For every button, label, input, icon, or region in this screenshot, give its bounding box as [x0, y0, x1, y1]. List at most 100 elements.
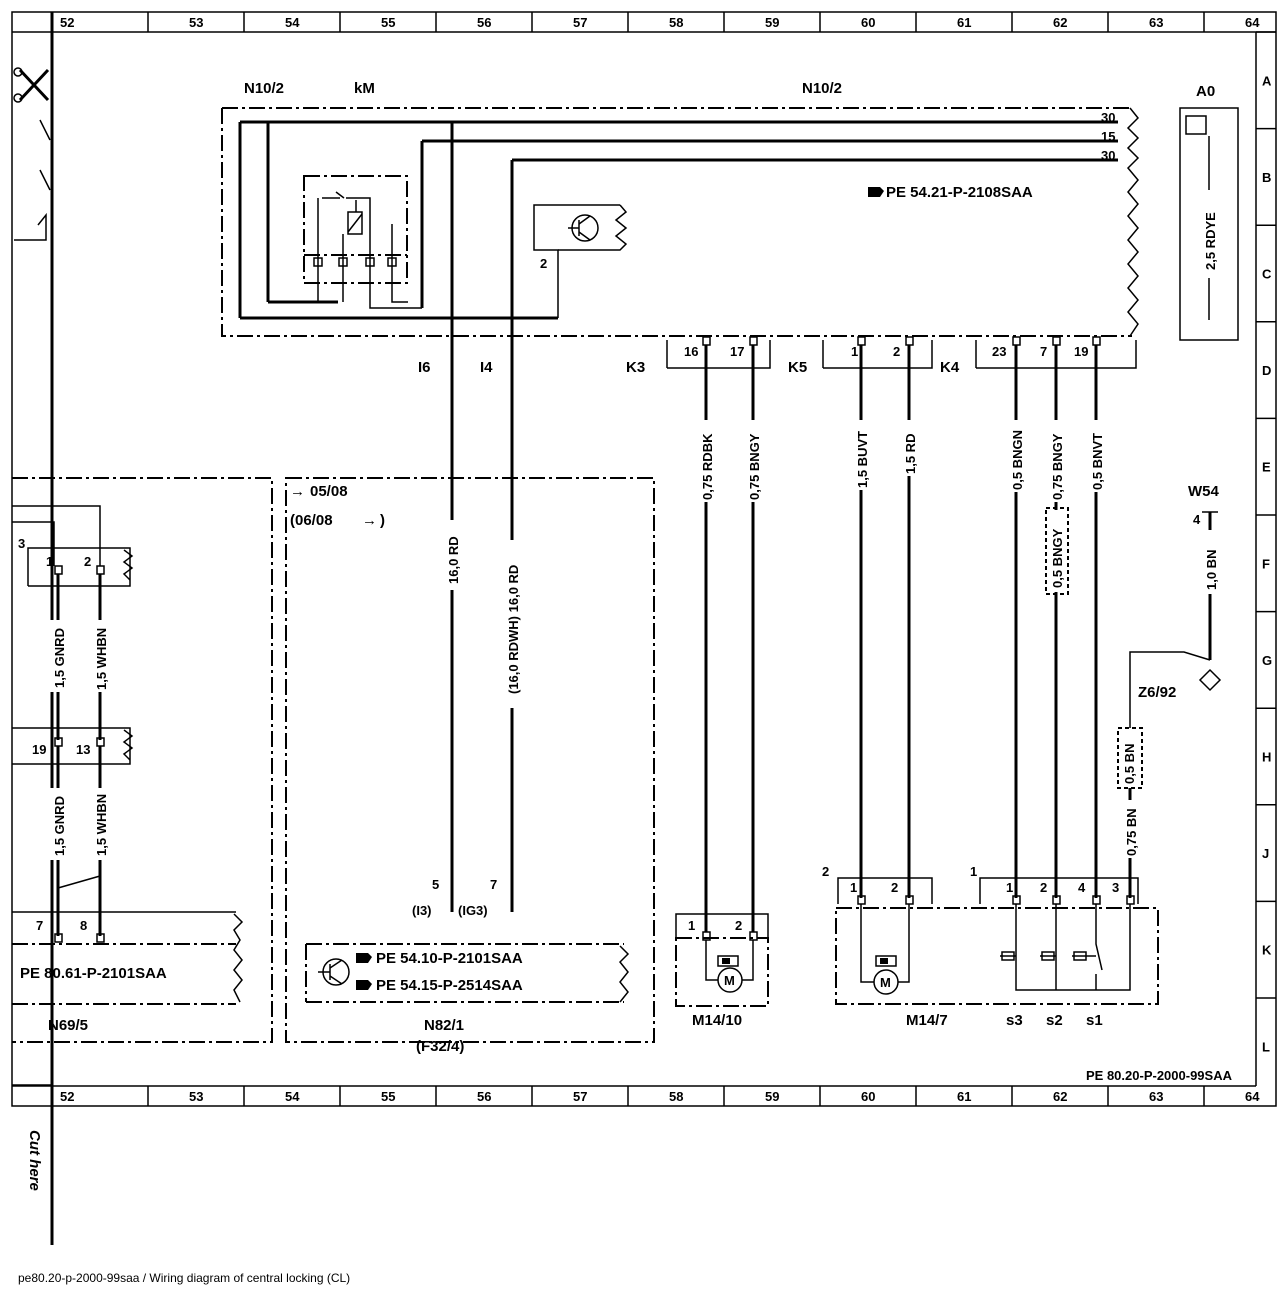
grid-column-label: 63 [1149, 15, 1163, 30]
grid-row-label: G [1262, 653, 1272, 668]
grid-row-label: A [1262, 73, 1272, 88]
wire-bn05: 0,5 BN [1122, 744, 1137, 784]
i6-label: I6 [418, 359, 431, 376]
k3-label: K3 [626, 359, 645, 376]
grid-row-label: F [1262, 556, 1270, 571]
ref-pe-54-15: PE 54.15-P-2514SAA [376, 977, 523, 994]
n69-pin-7: 7 [36, 918, 43, 933]
grid-row-label: L [1262, 1039, 1270, 1054]
n69-5-component: 3 1 2 1,5 GNRD 1,5 WHBN 19 13 1,5 GNRD 1… [12, 477, 273, 1043]
range-b-end: ) [380, 512, 385, 529]
z6-92-label: Z6/92 [1138, 684, 1176, 701]
km-label: kM [354, 80, 375, 97]
m14-10-pin-2: 2 [735, 918, 742, 933]
pin-16: 16 [684, 344, 698, 359]
m14-7-pin-2: 2 [891, 880, 898, 895]
grid-row-label: J [1262, 846, 1269, 861]
k5-label: K5 [788, 359, 807, 376]
terminal-30b: 30 [1101, 148, 1115, 163]
n69-pin-13: 13 [76, 742, 90, 757]
s2-label: s2 [1046, 1012, 1063, 1029]
n69-pin-19: 19 [32, 742, 46, 757]
grid-column-label: 61 [957, 15, 971, 30]
grid-column-label: 58 [669, 15, 683, 30]
m14-7-conn: 2 [822, 864, 829, 879]
grid-column-label: 54 [285, 1089, 300, 1104]
wire-whbn-a: 1,5 WHBN [94, 628, 109, 690]
n82-ig3: (IG3) [458, 903, 488, 918]
grid-row-label: D [1262, 363, 1271, 378]
m14-10-label: M14/10 [692, 1012, 742, 1029]
grid-column-label: 59 [765, 1089, 779, 1104]
wire-bngn: 0,5 BNGN [1010, 430, 1025, 490]
switch-pin-3: 3 [1112, 880, 1119, 895]
transistor-pin-label: 2 [540, 256, 547, 271]
ref-pe-80-61: PE 80.61-P-2101SAA [20, 965, 167, 982]
ref-pe-54-10: PE 54.10-P-2101SAA [376, 950, 523, 967]
range-a: 05/08 [310, 483, 348, 500]
m14-7-label: M14/7 [906, 1012, 948, 1029]
pin-7: 7 [1040, 344, 1047, 359]
switch-conn: 1 [970, 864, 977, 879]
grid-column-label: 59 [765, 15, 779, 30]
reference-icon [356, 980, 372, 990]
n69-pin-8: 8 [80, 918, 87, 933]
pin-23: 23 [992, 344, 1006, 359]
grid-column-label: 62 [1053, 15, 1067, 30]
n10-2-left-label: N10/2 [244, 80, 284, 97]
n69-5-label: N69/5 [48, 1017, 88, 1034]
k4-label: K4 [940, 359, 960, 376]
wire-gnrd-b: 1,5 GNRD [52, 796, 67, 856]
w54-label: W54 [1188, 483, 1220, 500]
grid-column-label: 53 [189, 15, 203, 30]
wire-bngy: 0,75 BNGY [747, 433, 762, 500]
grid-column-label: 64 [1245, 1089, 1260, 1104]
reference-icon [868, 187, 884, 197]
w54-pin: 4 [1193, 512, 1201, 527]
n10-2-control-unit: N10/2 kM N10/2 30 15 30 [221, 80, 1140, 376]
n10-2-label: N10/2 [802, 80, 842, 97]
i4-label: I4 [480, 359, 493, 376]
left-torn-edge [14, 119, 51, 241]
cut-here-label: Cut here [26, 1130, 43, 1191]
wire-gnrd-a: 1,5 GNRD [52, 628, 67, 688]
pin-19: 19 [1074, 344, 1088, 359]
wire-whbn-b: 1,5 WHBN [94, 794, 109, 856]
range-b: (06/08 [290, 512, 333, 529]
grid-row-label: B [1262, 170, 1271, 185]
wire-bn10: 1,0 BN [1204, 550, 1219, 590]
motor-icon [873, 969, 899, 995]
ground-icon [1198, 668, 1222, 692]
grid-column-label: 56 [477, 1089, 491, 1104]
switch-s1-icon [1072, 951, 1096, 961]
terminal-30a: 30 [1101, 110, 1115, 125]
grid-column-label: 60 [861, 15, 875, 30]
transistor-icon [568, 214, 599, 242]
relay-km [303, 175, 422, 309]
motor-m-label: M [724, 973, 735, 988]
s1-label: s1 [1086, 1012, 1103, 1029]
a0-component: A0 2,5 RDYE [1179, 83, 1239, 341]
m14-7-component: 2 1 2 M M14/7 1 1 2 4 3 s3 s2 s1 [822, 864, 1159, 1029]
switch-pin-2: 2 [1040, 880, 1047, 895]
w54-ground: W54 4 1,0 BN Z6/92 0,5 BN 0,75 BN [1117, 483, 1222, 898]
n82-transistor-icon [318, 958, 350, 986]
grid-row-label: E [1262, 460, 1271, 475]
grid-column-label: 56 [477, 15, 491, 30]
s3-label: s3 [1006, 1012, 1023, 1029]
n69-pin-2: 2 [84, 554, 91, 569]
reference-pe-54-21: PE 54.21-P-2108SAA [886, 184, 1033, 201]
wire-rd16a: 16,0 RD [446, 536, 461, 584]
pin-17: 17 [730, 344, 744, 359]
wire-bngy2: 0,75 BNGY [1050, 433, 1065, 500]
m14-7-pin-1: 1 [850, 880, 857, 895]
range-arrow-icon: → [290, 483, 305, 500]
wire-buvt: 1,5 BUVT [855, 431, 870, 488]
a0-wire-label: 2,5 RDYE [1203, 212, 1218, 270]
grid-row-label: C [1262, 267, 1272, 282]
grid-column-label: 62 [1053, 1089, 1067, 1104]
